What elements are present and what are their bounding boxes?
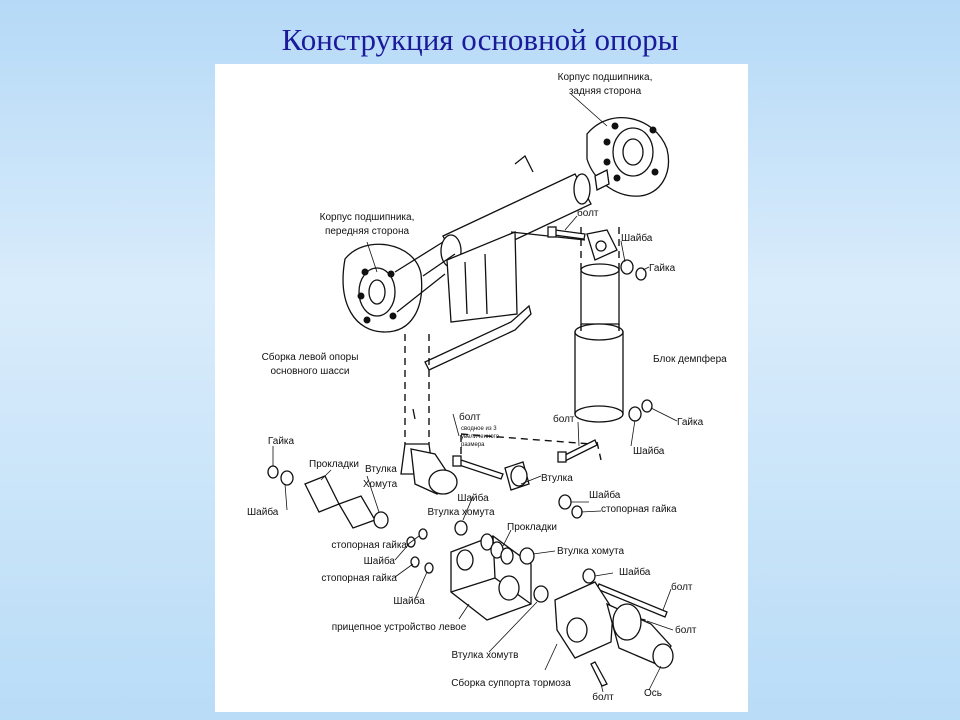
label-nut-left: Гайка bbox=[268, 436, 295, 447]
label-washer-damper: Шайба bbox=[633, 445, 665, 457]
label-bolt-top: болт bbox=[577, 207, 599, 219]
label-bushing-right: Втулка bbox=[541, 473, 573, 484]
label-nut-top: Гайка bbox=[649, 263, 676, 274]
damper-washer bbox=[628, 406, 642, 422]
label-lock-nut-1: стопорная гайка bbox=[331, 540, 407, 551]
gear-leg bbox=[400, 334, 458, 495]
label-clamp-bushing-2: Втулка хомута bbox=[557, 546, 624, 557]
front-bearing-housing bbox=[342, 241, 446, 333]
bushing-left-part bbox=[373, 511, 389, 529]
washer-bottom-part bbox=[582, 568, 596, 584]
slide-title: Конструкция основной опоры bbox=[281, 22, 679, 57]
damper-nut bbox=[641, 399, 653, 413]
label-damper-block: Блок демпфера bbox=[653, 353, 727, 365]
label-shims-left: Прокладки bbox=[309, 459, 359, 470]
label-washer-left: Шайба bbox=[247, 506, 279, 518]
nut-top bbox=[635, 267, 647, 281]
damper-bolt bbox=[557, 439, 602, 463]
diagram-panel: Корпус подшипника, задняя сторона Корпус… bbox=[215, 64, 748, 712]
label-bolt-bottom-3: болт bbox=[592, 691, 614, 703]
label-bearing-rear-2: задняя сторона bbox=[569, 86, 642, 97]
label-washer-center: Шайба bbox=[457, 492, 489, 504]
label-tiny-note-2: увеличенного bbox=[461, 434, 500, 440]
label-clamp-bushing-3: Втулка хомутв bbox=[452, 650, 519, 661]
label-bearing-front-1: Корпус подшипника, bbox=[320, 212, 415, 223]
bolt-mid bbox=[452, 433, 592, 480]
label-hitch-left: прицепное устройство левое bbox=[332, 622, 467, 633]
clamp-bushing-3-part bbox=[533, 585, 549, 603]
landing-gear-exploded-diagram: Корпус подшипника, задняя сторона Корпус… bbox=[247, 72, 727, 703]
bolt-top bbox=[547, 226, 586, 240]
label-washer-bottom: Шайба bbox=[619, 566, 651, 578]
label-bearing-front-2: передняя сторона bbox=[325, 226, 410, 237]
main-beam bbox=[422, 154, 610, 371]
label-nut-damper: Гайка bbox=[677, 417, 704, 428]
shims-left-part bbox=[304, 475, 376, 529]
washer-left-part bbox=[280, 470, 294, 486]
label-tiny-note-3: размера bbox=[461, 442, 485, 448]
bushing-right-part bbox=[504, 461, 530, 491]
damper-block bbox=[574, 224, 624, 423]
label-washer-2: Шайба bbox=[364, 555, 396, 567]
label-clamp-left: Хомута bbox=[363, 479, 398, 490]
nut-left-part bbox=[267, 465, 279, 479]
label-bushing-left: Втулка bbox=[365, 464, 397, 475]
lock-nut-1-part bbox=[418, 528, 428, 540]
label-bearing-rear-1: Корпус подшипника, bbox=[558, 72, 653, 83]
label-axle: Ось bbox=[644, 688, 662, 699]
label-shims-center: Прокладки bbox=[507, 522, 557, 533]
label-lock-nut-right: стопорная гайка bbox=[601, 504, 677, 515]
label-bolt-bottom-2: болт bbox=[675, 624, 697, 636]
label-lock-nut-2: стопорная гайка bbox=[321, 573, 397, 584]
label-bolt-damper: болт bbox=[553, 413, 575, 425]
lock-nut-right-part bbox=[571, 505, 583, 519]
washer-3-part bbox=[424, 562, 434, 574]
shims-center-part bbox=[490, 541, 514, 565]
leader-lines bbox=[272, 93, 678, 693]
bolt-bottom-3-part bbox=[590, 661, 608, 687]
label-tiny-note-1: сводное из 3 bbox=[461, 426, 497, 432]
label-assembly-2: основного шасси bbox=[271, 366, 350, 377]
label-assembly-1: Сборка левой опоры bbox=[262, 351, 359, 363]
label-washer-top: Шайба bbox=[621, 232, 653, 244]
clamp-bushing-2-part bbox=[519, 547, 535, 565]
washer-top bbox=[620, 259, 634, 275]
axle-part bbox=[606, 602, 674, 669]
label-washer-3: Шайба bbox=[393, 595, 425, 607]
label-clamp-bushing-center: Втулка хомута bbox=[427, 507, 494, 518]
label-washer-right: Шайба bbox=[589, 489, 621, 501]
lock-nut-2-part bbox=[410, 556, 420, 568]
label-bolt-mid: болт bbox=[459, 411, 481, 423]
washer-center-part bbox=[454, 520, 468, 536]
washer-right-part bbox=[558, 494, 572, 510]
label-brake-caliper: Сборка суппорта тормоза bbox=[451, 677, 571, 689]
label-bolt-bottom-1: болт bbox=[671, 581, 693, 593]
brake-caliper-part bbox=[554, 581, 614, 659]
